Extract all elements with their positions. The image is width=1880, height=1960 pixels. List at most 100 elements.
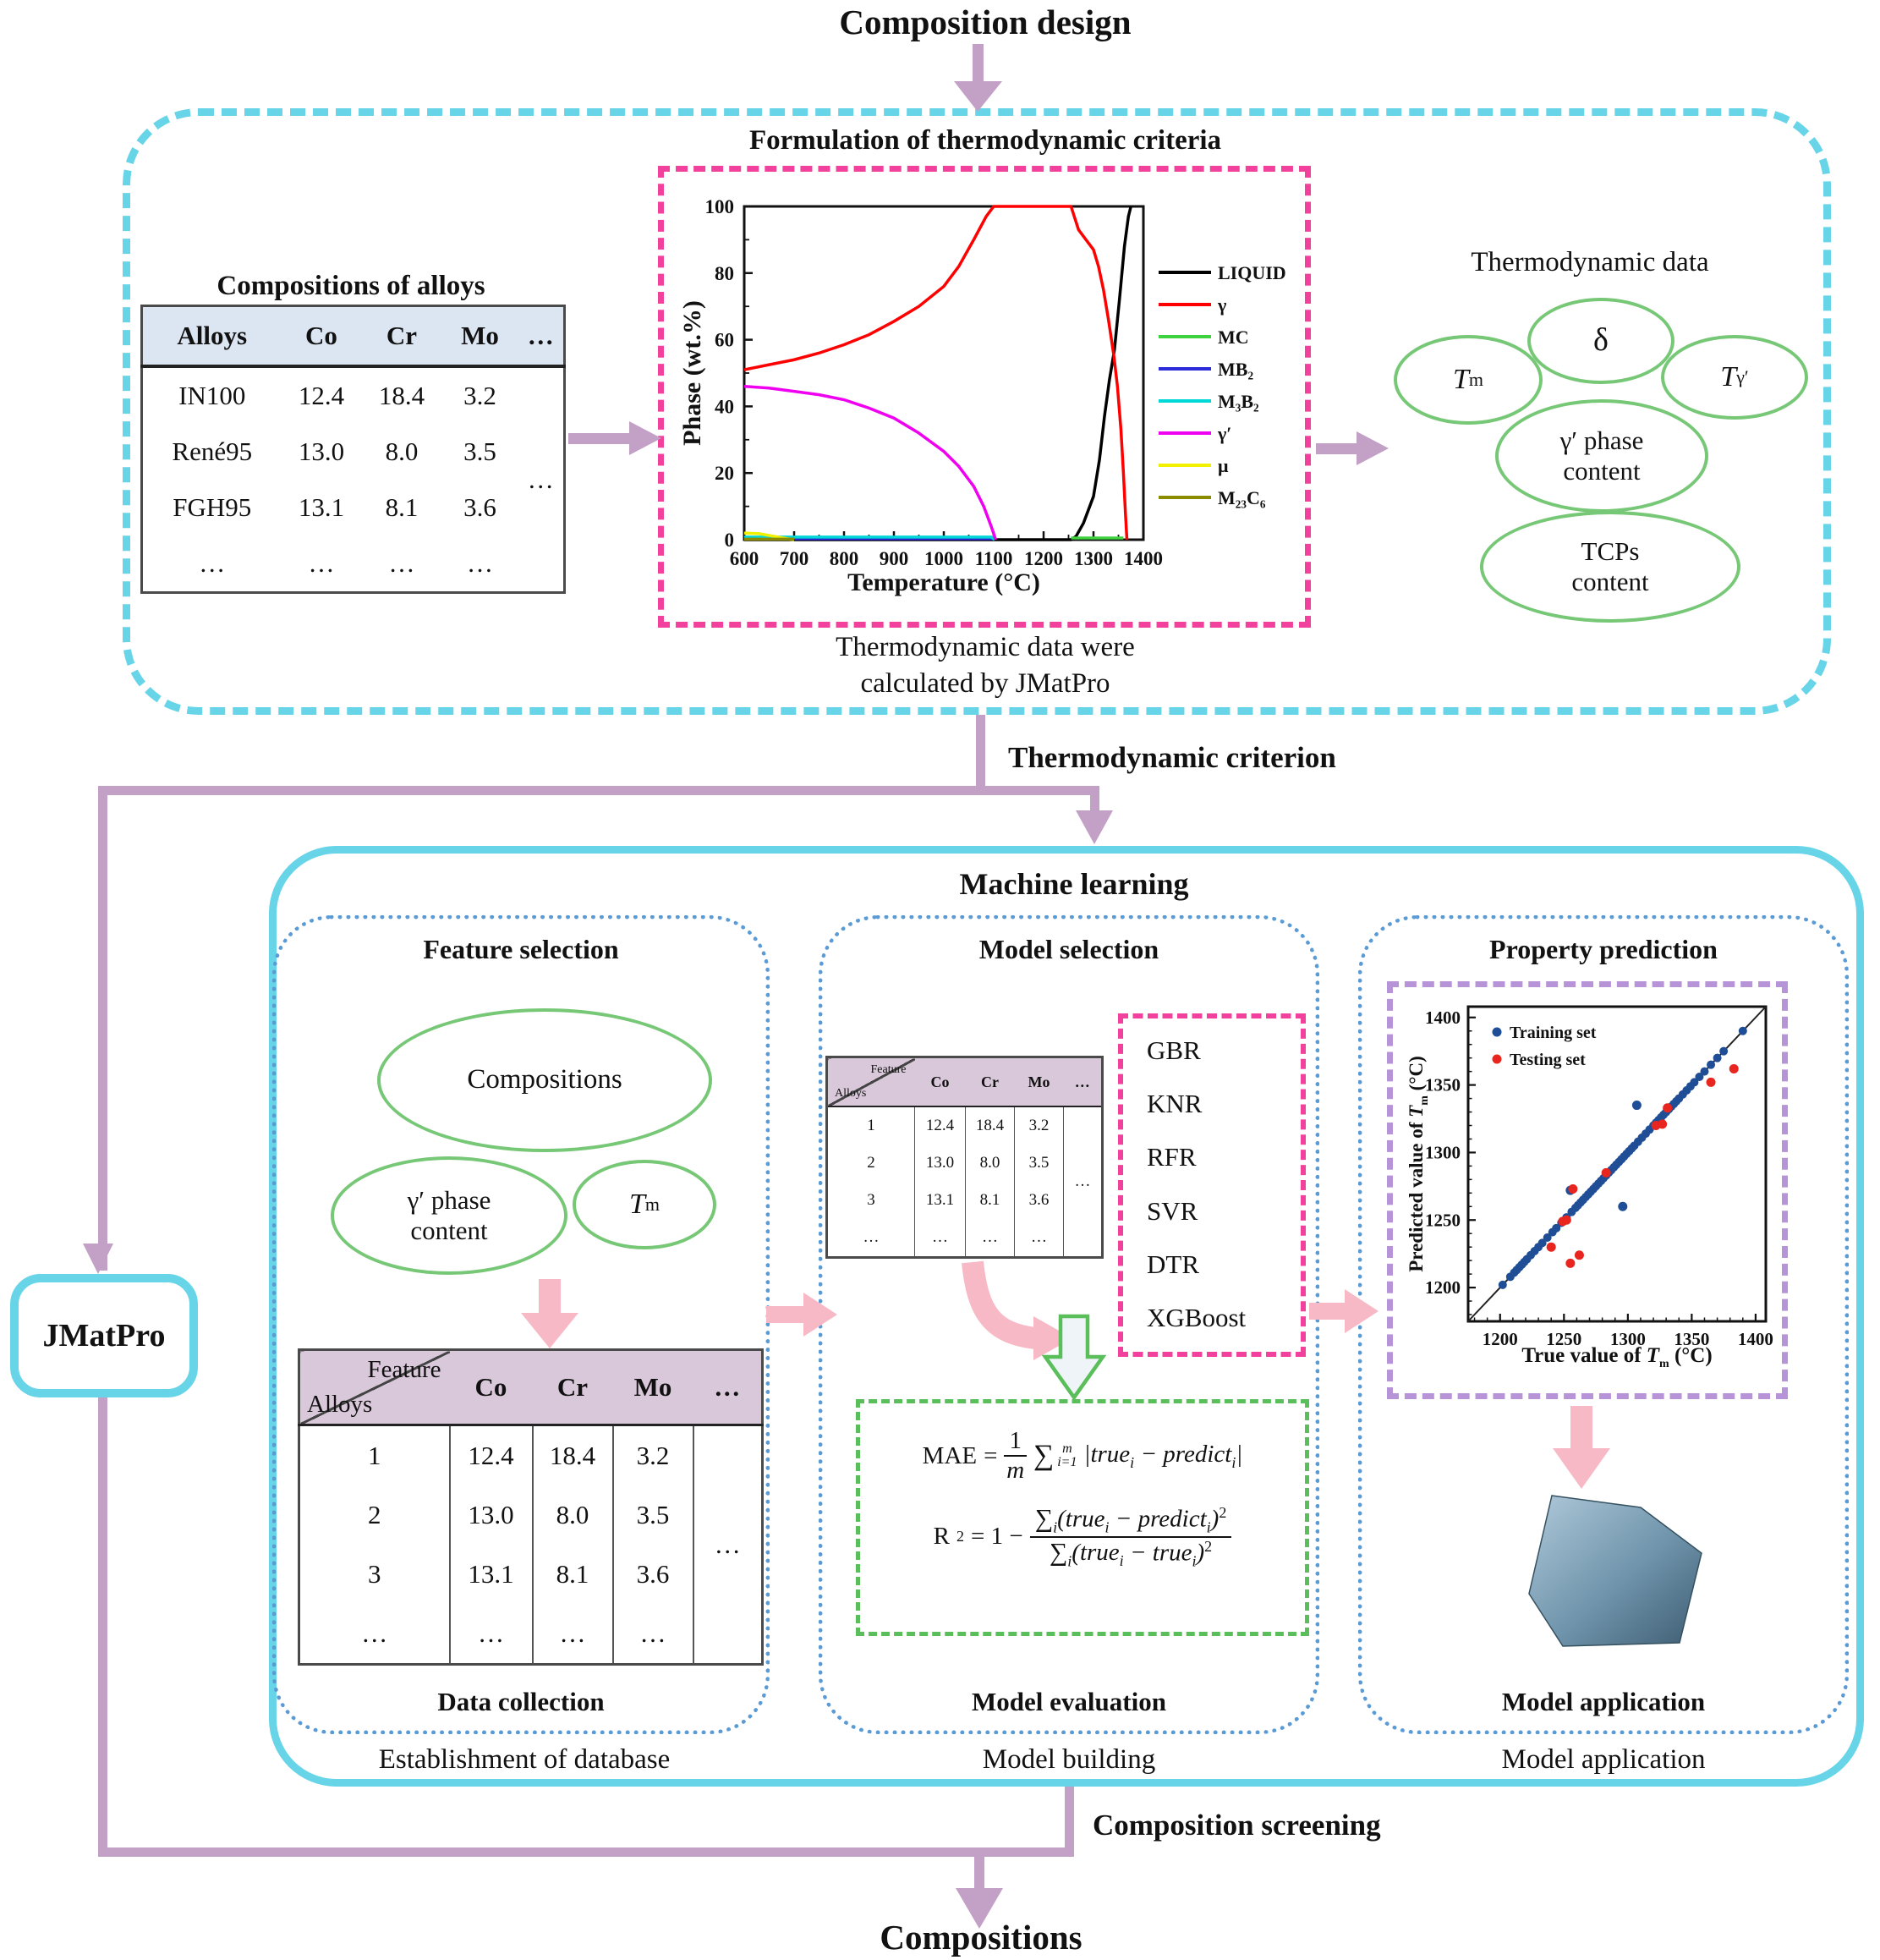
column-header: … bbox=[1063, 1057, 1103, 1107]
y-tick-label: 80 bbox=[715, 263, 734, 284]
training-point bbox=[1700, 1067, 1709, 1076]
table-cell: 3.5 bbox=[1014, 1145, 1064, 1182]
model-item: RFR bbox=[1147, 1142, 1197, 1172]
formulation-label: Formulation of thermodynamic criteria bbox=[748, 125, 1222, 156]
column-header: Mo bbox=[441, 305, 518, 368]
scatter-ylabel: Predicted value of Tm (°C) bbox=[1406, 1056, 1431, 1272]
model-application-label-outer: Model application bbox=[1501, 1744, 1706, 1775]
table-cell: 8.1 bbox=[965, 1182, 1015, 1219]
alloy-3d-model bbox=[1528, 1495, 1702, 1647]
table-cell: 3 bbox=[368, 1559, 381, 1589]
training-point bbox=[1618, 1201, 1628, 1211]
testing-point bbox=[1663, 1103, 1673, 1113]
table-cell: 8.1 bbox=[385, 492, 419, 522]
model-item: GBR bbox=[1147, 1035, 1201, 1065]
data-collection-label: Data collection bbox=[437, 1687, 605, 1716]
table-cell: 1 bbox=[368, 1441, 381, 1470]
x-tick-label: 1300 bbox=[1074, 548, 1113, 569]
ellipse-delta: δ bbox=[1527, 298, 1674, 384]
x-tick-label: 1400 bbox=[1124, 548, 1163, 569]
arrow-top-shaft bbox=[973, 44, 984, 83]
machine-learning-title: Machine learning bbox=[959, 867, 1189, 901]
ellipse-gamma-feature: γ′ phase content bbox=[331, 1156, 567, 1275]
feature-selection-title: Feature selection bbox=[423, 934, 619, 964]
testing-point bbox=[1706, 1077, 1716, 1087]
tcps-line2: content bbox=[1571, 567, 1649, 596]
thermodynamic-criteria-box bbox=[123, 108, 1831, 715]
y-tick-label: 0 bbox=[725, 530, 735, 551]
x-tick-label: 1250 bbox=[1546, 1329, 1581, 1349]
testing-point bbox=[1601, 1167, 1611, 1178]
training-point bbox=[1498, 1280, 1507, 1289]
gamma-content-line1: γ′ phase bbox=[1559, 425, 1644, 456]
table-cell: 3.2 bbox=[611, 1425, 693, 1485]
table-cell: 8.0 bbox=[385, 436, 419, 466]
legend-label: γ′ bbox=[1217, 423, 1231, 444]
table-cell: 2 bbox=[368, 1500, 381, 1529]
table-cell: 12.4 bbox=[914, 1106, 966, 1145]
x-tick-label: 1350 bbox=[1674, 1329, 1709, 1349]
table-cell: 12.4 bbox=[448, 1425, 533, 1485]
column-header: Cr bbox=[532, 1349, 613, 1426]
training-point bbox=[1713, 1053, 1722, 1062]
table-cell: 3.5 bbox=[463, 436, 496, 466]
series-γ′ bbox=[743, 385, 998, 541]
tm-symbol: T bbox=[1452, 364, 1469, 396]
table-cell: … bbox=[448, 1604, 533, 1665]
mae-eq: = bbox=[984, 1441, 998, 1469]
testing-point bbox=[1568, 1184, 1578, 1194]
ellipse-tcps: TCPs content bbox=[1480, 511, 1740, 623]
line-left-vertical-top bbox=[98, 786, 107, 1271]
table-row: ………… bbox=[142, 535, 565, 593]
y-tick-label: 1200 bbox=[1425, 1277, 1461, 1298]
x-tick-label: 1400 bbox=[1738, 1329, 1773, 1349]
table-row: ………… bbox=[299, 1604, 763, 1665]
x-tick-label: 600 bbox=[730, 548, 759, 569]
tgamma-sub: γ′ bbox=[1736, 366, 1749, 388]
table-cell: 8.0 bbox=[965, 1145, 1015, 1182]
prediction-scatter-chart: 1200120012501250130013001350135014001400… bbox=[1406, 1005, 1773, 1370]
table-cell: 8.0 bbox=[531, 1485, 613, 1545]
testing-point bbox=[1574, 1250, 1584, 1260]
table-cell: 13.1 bbox=[914, 1182, 966, 1219]
legend-label: Testing set bbox=[1510, 1051, 1586, 1069]
tgamma-symbol: T bbox=[1720, 361, 1737, 393]
y-tick-label: 1400 bbox=[1425, 1007, 1461, 1028]
y-tick-label: 1350 bbox=[1425, 1075, 1461, 1095]
arrow-top-head bbox=[954, 81, 1002, 112]
table-cell: … bbox=[1014, 1219, 1064, 1258]
table-cell: 3.6 bbox=[611, 1545, 693, 1604]
gamma-content-line2: content bbox=[1563, 456, 1641, 486]
x-tick-label: 800 bbox=[830, 548, 859, 569]
table-cell: 18.4 bbox=[531, 1425, 613, 1485]
x-tick-label: 1200 bbox=[1483, 1329, 1518, 1349]
phase-axes bbox=[743, 205, 1145, 541]
x-tick-label: 900 bbox=[880, 548, 909, 569]
table-cell: 3.6 bbox=[463, 492, 496, 522]
prediction-plot-box bbox=[1387, 981, 1788, 1399]
table-cell: … bbox=[361, 1618, 388, 1648]
x-tick-label: 1100 bbox=[975, 548, 1013, 569]
model-item: SVR bbox=[1147, 1195, 1198, 1226]
polyhedron-shape bbox=[1528, 1495, 1702, 1647]
jmatpro-box: JMatPro bbox=[10, 1274, 198, 1397]
line-ml-to-screening bbox=[1065, 1787, 1074, 1851]
table-cell: 3.2 bbox=[1014, 1106, 1064, 1145]
line-into-ml-shaft bbox=[1090, 791, 1099, 813]
